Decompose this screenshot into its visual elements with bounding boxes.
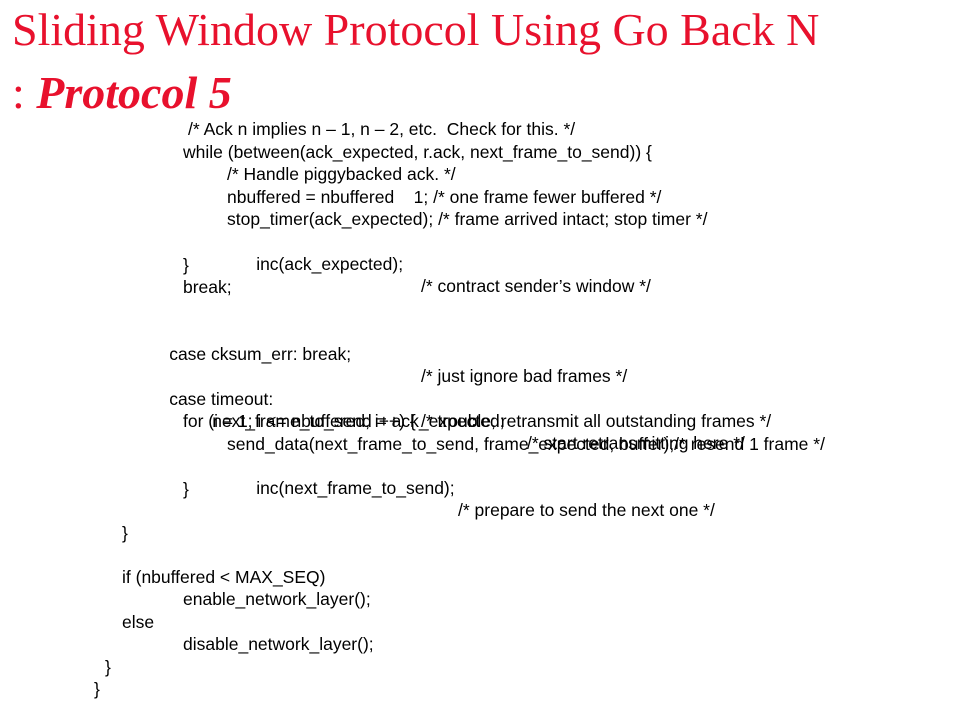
code-line-5: stop_timer(ack_expected); /* frame arriv… (227, 209, 708, 229)
title-line-2-emphasis: Protocol 5 (36, 67, 232, 118)
title-line-1: Sliding Window Protocol Using Go Back N (12, 4, 820, 55)
code-line-26: } (94, 679, 100, 699)
code-line-17: } (183, 479, 189, 499)
code-line-12: case timeout: /* trouble; retransmit all… (140, 366, 771, 431)
code-line-13: next_frame_to_send = ack_expected; /* st… (183, 388, 745, 453)
code-line-16-comment: /* prepare to send the next one */ (458, 500, 715, 520)
code-line-8: break; (183, 277, 232, 297)
code-line-6-comment: /* contract sender’s window */ (421, 276, 651, 296)
title-line-2: : Protocol 5 (12, 65, 819, 121)
code-line-14: for (i = 1; i <= nbuffered; i++) { (183, 411, 416, 431)
code-line-12-code: case timeout: (169, 389, 274, 409)
code-line-21: if (nbuffered < MAX_SEQ) (122, 567, 326, 587)
code-line-10-comment: /* just ignore bad frames */ (421, 366, 628, 386)
code-line-16: inc(next_frame_to_send); /* prepare to s… (227, 455, 715, 520)
code-line-10-code: case cksum_err: break; (169, 344, 352, 364)
code-line-13-code: next_frame_to_send = ack_expected; (212, 411, 505, 431)
code-line-7: } (183, 255, 189, 275)
code-line-22: enable_network_layer(); (183, 589, 371, 609)
code-line-3: /* Handle piggybacked ack. */ (227, 164, 456, 184)
code-line-23: else (122, 612, 155, 632)
code-line-13-comment: /* start retransmitting here */ (527, 433, 745, 453)
code-line-4: nbuffered = nbuffered 1; /* one frame fe… (227, 187, 662, 207)
code-line-25: } (105, 657, 111, 677)
code-line-10: case cksum_err: break; /* just ignore ba… (140, 321, 627, 386)
code-line-19: } (122, 523, 128, 543)
code-line-1: /* Ack n implies n – 1, n – 2, etc. Chec… (188, 119, 576, 139)
code-line-2: while (between(ack_expected, r.ack, next… (183, 142, 652, 162)
code-line-24: disable_network_layer(); (183, 634, 374, 654)
slide-title: Sliding Window Protocol Using Go Back N … (12, 2, 819, 121)
code-line-12-comment: /* trouble; retransmit all outstanding f… (421, 411, 772, 431)
code-line-6: inc(ack_expected); /* contract sender’s … (227, 231, 651, 296)
code-line-6-code: inc(ack_expected); (256, 254, 404, 274)
code-line-15: send_data(next_frame_to_send, frame_expe… (227, 434, 825, 454)
code-line-16-code: inc(next_frame_to_send); (256, 478, 455, 498)
title-line-2-prefix: : (12, 67, 37, 118)
